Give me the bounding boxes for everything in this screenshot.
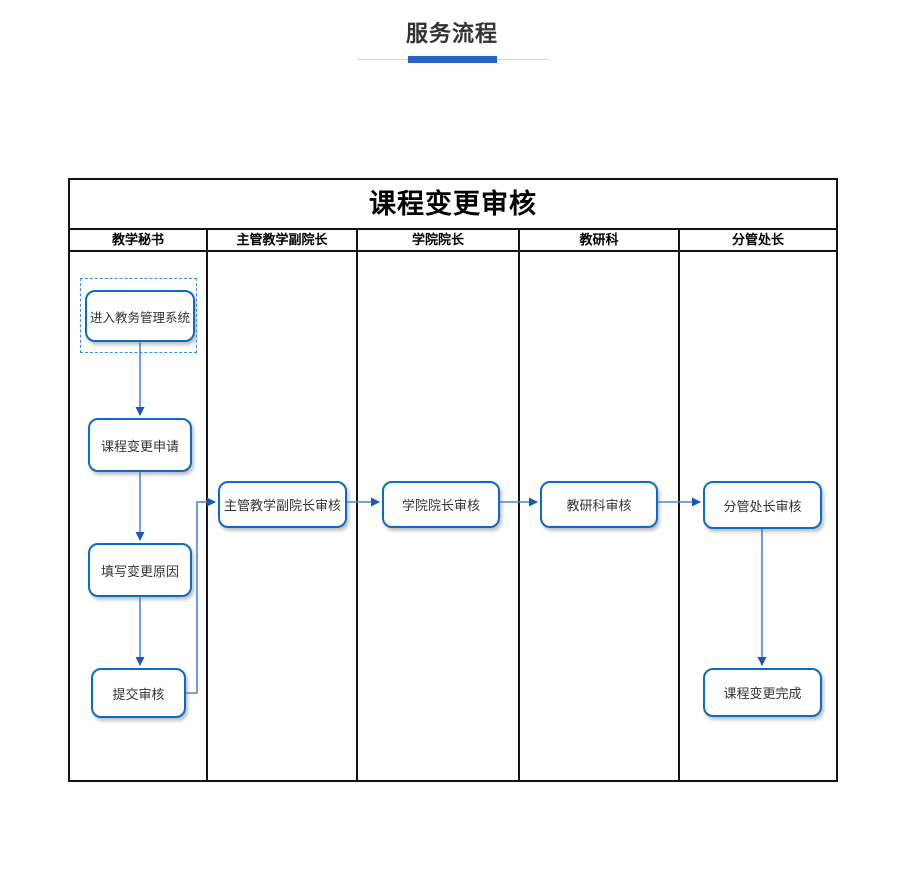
node-selection-rect (80, 278, 197, 353)
diagram-overlay: 进入教务管理系统 课程变更申请 填写变更原因 提交审核 主管教学副院长审核 学院… (70, 180, 836, 780)
flowchart-title: 课程变更审核 (70, 180, 836, 230)
underline-accent-bar (408, 56, 497, 63)
lane-header-teaching-secretary: 教学秘书 (70, 230, 208, 250)
flow-node-fill-reason[interactable]: 填写变更原因 (88, 543, 192, 597)
connectors-layer (135, 342, 767, 694)
lane-header-dean: 学院院长 (358, 230, 520, 250)
lane-column-2 (208, 252, 358, 780)
lane-column-3 (358, 252, 520, 780)
lane-column-4 (520, 252, 680, 780)
title-underline (357, 56, 548, 64)
lane-header-research-section: 教研科 (520, 230, 680, 250)
edge-submit-to-vicedean (186, 497, 216, 694)
lane-body (70, 252, 836, 780)
flow-node-vice-dean-review[interactable]: 主管教学副院长审核 (218, 481, 347, 528)
lane-header-division-director: 分管处长 (731, 232, 784, 247)
lane-column-1 (70, 252, 208, 780)
flow-node-research-review[interactable]: 教研科审核 (540, 481, 658, 528)
flow-node-dean-review[interactable]: 学院院长审核 (382, 481, 500, 528)
lane-header-vice-dean: 主管教学副院长 (208, 230, 358, 250)
flow-node-director-review[interactable]: 分管处长审核 (703, 481, 822, 529)
flow-node-change-done[interactable]: 课程变更完成 (703, 668, 822, 717)
flow-node-submit-review[interactable]: 提交审核 (91, 668, 186, 718)
lane-headers: 教学秘书 主管教学副院长 学院院长 教研科 分管处长 (70, 230, 836, 252)
flowchart-frame: 课程变更审核 教学秘书 主管教学副院长 学院院长 教研科 分管处长 (68, 178, 838, 782)
page-title: 服务流程 (405, 21, 498, 46)
flow-node-change-apply[interactable]: 课程变更申请 (88, 418, 192, 472)
flow-node-enter-system[interactable]: 进入教务管理系统 (85, 290, 195, 342)
